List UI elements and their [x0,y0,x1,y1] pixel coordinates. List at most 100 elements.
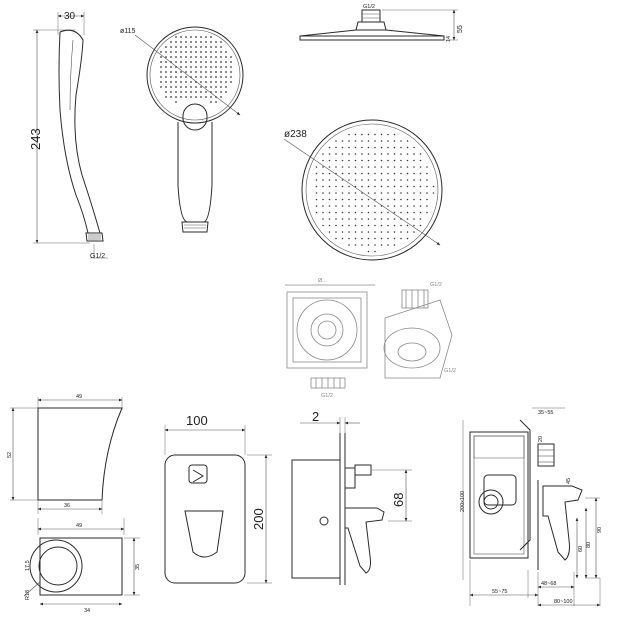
nozzle-dot [341,205,344,207]
nozzle-dot [205,71,207,73]
nozzle-dot [426,198,428,201]
hand-shower-connector [85,232,104,242]
nozzle-dot [230,56,232,58]
nozzle-dot [170,96,172,98]
nozzle-dot [406,172,409,175]
nozzle-dot [400,172,402,175]
nozzle-dot [354,153,357,155]
nozzle-dot [175,101,177,103]
nozzle-dot [200,71,202,73]
nozzle-dot [220,61,222,63]
nozzle-dot [322,179,324,181]
nozzle-dot [341,198,344,201]
spray-mode-button [182,103,208,131]
nozzle-dot [185,61,187,63]
nozzle-dot [215,71,217,73]
nozzle-dot [380,146,383,149]
nozzle-dot [419,172,422,175]
nozzle-dot [374,185,376,188]
nozzle-dot [361,244,363,246]
nozzle-dot [341,218,344,220]
nozzle-dot [406,153,409,155]
nozzle-dot [341,237,344,240]
nozzle-dot [195,96,197,98]
nozzle-dot [190,71,192,73]
nozzle-dot [348,244,350,246]
nozzle-dot [230,61,232,63]
nozzle-dot [215,61,217,63]
dim-body-7: 80~100 [554,599,573,605]
nozzle-dot [393,218,396,220]
nozzle-dot [220,66,222,68]
nozzle-dot [215,51,217,53]
nozzle-dot [406,140,409,142]
nozzle-dot [225,51,227,53]
nozzle-dot [406,185,409,188]
holder-profile [37,407,123,501]
nozzle-dot [354,140,357,142]
nozzle-dot [361,153,363,155]
dim-body-1: 35~55 [538,410,553,416]
nozzle-dot [175,51,177,53]
nozzle-dot [230,66,232,68]
nozzle-dot [322,192,324,194]
nozzle-dot [387,192,389,194]
nozzle-dot [322,198,324,201]
nozzle-dot [341,166,344,168]
nozzle-dot [393,211,396,214]
nozzle-dot [195,36,197,38]
nozzle-dot [380,159,383,162]
nozzle-dot [367,224,370,227]
nozzle-dot [210,41,212,43]
nozzle-dot [215,96,217,98]
nozzle-dot [195,71,197,73]
nozzle-dot [175,56,177,58]
nozzle-dot [205,66,207,68]
nozzle-dot [322,159,324,162]
nozzle-dot [380,166,383,168]
nozzle-dot [413,192,415,194]
nozzle-dot [185,71,187,73]
nozzle-dot [413,153,415,155]
valve-cartridge [483,474,517,506]
dim-holder-width: 49 [76,394,82,400]
nozzle-dot [380,231,383,233]
mixer-handle-side [344,507,385,574]
concealed-body-detail: 35~55 20 45 200x100 90 80 60 48~68 55~75… [460,407,603,607]
nozzle-dot [180,36,182,38]
nozzle-dot [341,172,344,175]
dim-body-2: 20 [538,436,544,442]
nozzle-dot [419,153,422,155]
nozzle-dot [354,192,357,194]
nozzle-dot [322,153,324,155]
nozzle-dot [387,198,389,201]
nozzle-dot [393,153,396,155]
wall-outlet-detail: Ø... G1/2 G1/2 G1/2 [285,278,456,399]
nozzle-dot [175,91,177,93]
hand-shower-back-outline [59,29,101,234]
nozzle-dot [374,250,376,253]
nozzle-dot [328,185,331,188]
nozzle-dot [348,185,350,188]
nozzle-dot [354,218,357,220]
nozzle-dot [426,179,428,181]
nozzle-dot [419,211,422,214]
nozzle-dot [354,179,357,181]
nozzle-dot [380,218,383,220]
nozzle-dot [354,159,357,162]
nozzle-dot [354,198,357,201]
nozzle-dot [426,205,428,207]
shower-holder-top-view: 49 35 34 R18 17.5 [23,518,141,614]
nozzle-dot [315,192,318,194]
overhead-head-top [299,29,445,37]
nozzle-dot [225,91,227,93]
hand-shower-head-inner [149,29,241,121]
nozzle-dot [200,76,202,78]
nozzle-dot [380,198,383,201]
nozzle-dot [354,146,357,149]
nozzle-dot [220,86,222,88]
nozzle-dot [367,133,370,136]
nozzle-dot [215,81,217,83]
nozzle-dot [185,46,187,48]
